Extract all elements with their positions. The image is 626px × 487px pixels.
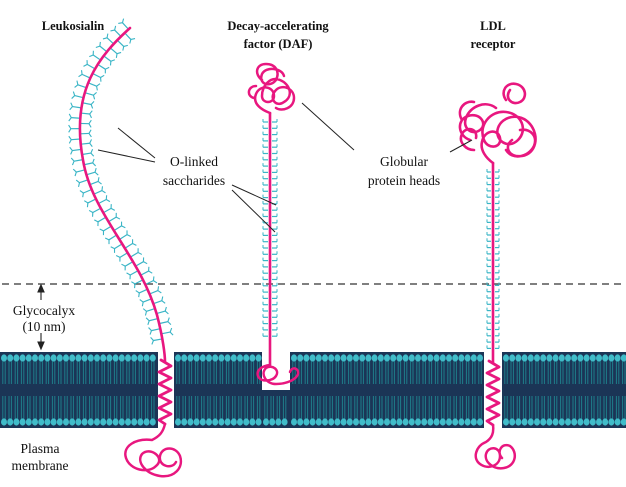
leukosialin-cytoplasmic-domain xyxy=(124,422,183,478)
label-glycocalyx-line2: (10 nm) xyxy=(22,319,65,334)
leader-globular-daf xyxy=(301,102,355,151)
label-globular-line1: Globular xyxy=(380,154,428,169)
label-olinked-line2: saccharides xyxy=(163,173,225,188)
leader-olinked-4 xyxy=(231,189,276,233)
leader-olinked-1 xyxy=(117,127,156,159)
label-leader-lines xyxy=(97,102,473,233)
label-olinked-line1: O-linked xyxy=(170,154,218,169)
title-daf-line1: Decay-accelerating xyxy=(227,19,329,33)
leader-olinked-2 xyxy=(97,149,156,163)
title-ldl-line2: receptor xyxy=(471,37,516,51)
leader-globular-ldl xyxy=(449,139,473,153)
leukosialin-o-linked-saccharides xyxy=(68,18,174,345)
leukosialin-molecule xyxy=(68,18,183,478)
title-leukosialin: Leukosialin xyxy=(42,19,105,33)
membrane-segment xyxy=(175,354,262,426)
title-ldl-line1: LDL xyxy=(480,19,506,33)
plasma-membrane-bilayer xyxy=(0,352,626,428)
membrane-segment xyxy=(503,354,626,426)
ldl-receptor-transmembrane-helix xyxy=(485,359,501,427)
ldl-receptor-molecule xyxy=(458,82,537,470)
label-membrane-line1: Plasma xyxy=(21,441,60,456)
label-globular-line2: protein heads xyxy=(368,173,440,188)
label-glycocalyx-line1: Glycocalyx xyxy=(13,303,75,318)
daf-gpi-anchor xyxy=(256,363,300,386)
title-daf-line2: factor (DAF) xyxy=(244,37,313,51)
daf-globular-head xyxy=(247,62,296,115)
membrane-segment xyxy=(1,354,156,426)
leukosialin-polypeptide-chain xyxy=(78,26,167,364)
daf-o-linked-saccharides xyxy=(262,119,278,337)
label-membrane-line2: membrane xyxy=(12,458,69,473)
leukosialin-transmembrane-helix xyxy=(157,358,173,426)
ldl-receptor-cytoplasmic-domain xyxy=(474,423,517,470)
ldl-receptor-globular-head xyxy=(458,82,537,165)
ldl-o-linked-saccharides xyxy=(486,169,500,349)
membrane-segment xyxy=(291,354,483,426)
glycocalyx-thickness-arrows xyxy=(37,283,45,351)
daf-molecule xyxy=(247,62,300,386)
leader-olinked-3 xyxy=(231,184,277,206)
